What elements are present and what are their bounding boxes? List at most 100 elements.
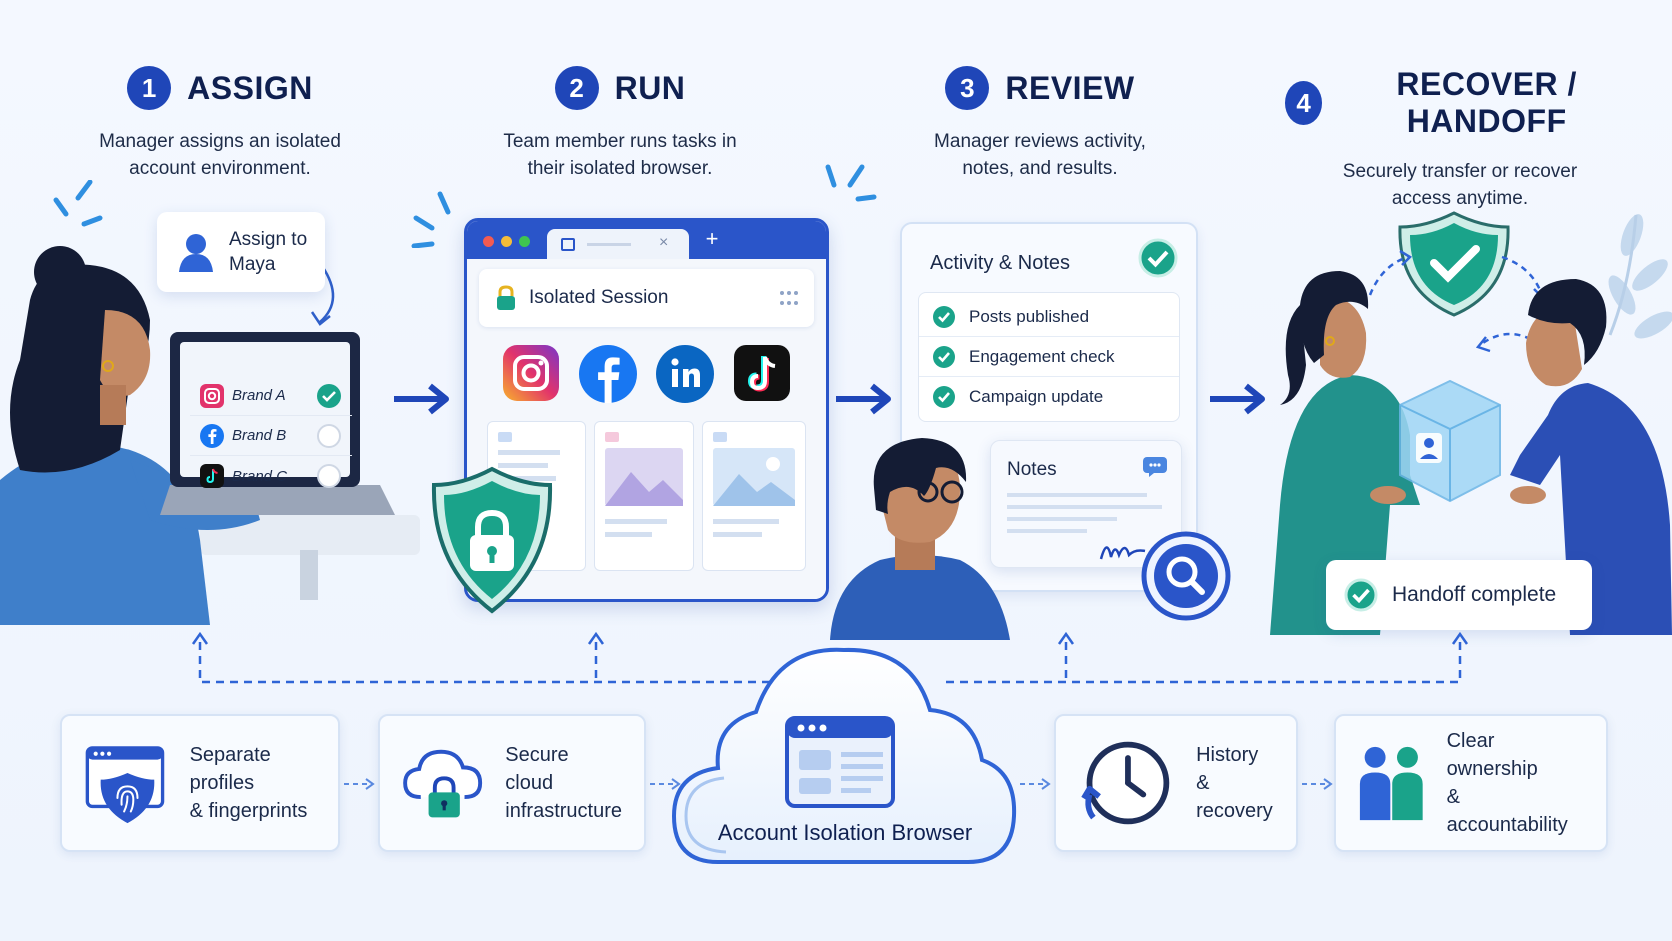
tiktok-icon[interactable]	[734, 345, 791, 401]
reviewer-person-illustration	[830, 438, 1010, 640]
step-number: 2	[554, 66, 599, 110]
check-icon	[933, 305, 955, 328]
step-description: Team member runs tasks in their isolated…	[503, 131, 737, 179]
session-title: Isolated Session	[529, 287, 669, 308]
history-clock-icon	[1081, 741, 1170, 825]
activity-list: Posts published Engagement check Campaig…	[918, 292, 1180, 422]
browser-tab[interactable]: ×	[547, 229, 689, 259]
maximize-dot[interactable]	[519, 236, 530, 247]
step-assign: 1 ASSIGN Manager assigns an isolated acc…	[70, 66, 370, 182]
empty-radio-icon	[317, 423, 341, 448]
cloud-lock-icon	[403, 749, 483, 818]
activity-label: Posts published	[969, 306, 1090, 326]
activity-label: Campaign update	[969, 387, 1104, 406]
instagram-icon[interactable]	[502, 345, 559, 401]
activity-panel: Activity & Notes Posts published Engagem…	[900, 222, 1198, 592]
feature-label: Separate profiles & fingerprints	[189, 744, 308, 822]
facebook-icon[interactable]	[578, 345, 637, 403]
feature-label: Secure cloud infrastructure	[505, 744, 622, 822]
step-description: Securely transfer or recover access anyt…	[1342, 161, 1578, 209]
assign-label: Assign to Maya	[229, 229, 308, 275]
step-title: RUN	[614, 69, 686, 106]
instagram-icon	[200, 383, 224, 408]
step-title: RECOVER / HANDOFF	[1396, 66, 1577, 139]
step-number: 4	[1285, 81, 1323, 125]
assign-card[interactable]: Assign to Maya	[157, 212, 325, 292]
social-icons-row	[479, 327, 814, 403]
connector-arrow	[1020, 778, 1051, 790]
brand-name: Brand A	[232, 387, 286, 404]
sparkle-icon	[825, 164, 877, 202]
brand-row[interactable]: Brand C	[190, 456, 352, 496]
brand-list: Brand A Brand B Brand C	[190, 376, 352, 496]
feature-secure-cloud: Secure cloud infrastructure	[378, 714, 646, 852]
content-card[interactable]	[594, 421, 694, 571]
new-tab-button[interactable]: +	[705, 226, 719, 251]
brand-row[interactable]: Brand A	[190, 376, 352, 416]
content-card[interactable]	[702, 421, 806, 571]
feature-label: Clear ownership & accountability	[1446, 730, 1568, 836]
feature-separate-profiles: Separate profiles & fingerprints	[60, 714, 340, 852]
assign-scene-illustration	[0, 180, 420, 625]
flow-arrow	[836, 383, 891, 415]
image-placeholder-icon	[713, 448, 795, 506]
flow-arrow	[394, 383, 449, 415]
check-circle-icon	[1344, 578, 1378, 612]
activity-item[interactable]: Posts published	[919, 297, 1179, 337]
session-bar: Isolated Session	[479, 269, 814, 327]
people-icon	[1359, 746, 1423, 821]
facebook-icon	[200, 423, 224, 448]
step-review: 3 REVIEW Manager reviews activity, notes…	[890, 66, 1190, 182]
user-icon	[179, 234, 213, 272]
fingerprint-shield-icon	[85, 746, 165, 824]
tab-close-icon[interactable]: ×	[659, 234, 669, 251]
close-dot[interactable]	[483, 236, 494, 247]
magnifier-icon[interactable]	[1140, 530, 1232, 622]
tab-favicon-icon	[561, 238, 575, 251]
tab-title-placeholder	[587, 243, 631, 246]
check-icon	[933, 345, 955, 368]
signature-icon	[1099, 546, 1146, 560]
step-description: Manager reviews activity, notes, and res…	[934, 131, 1146, 179]
check-circle-icon	[317, 383, 341, 408]
dashed-connectors	[191, 631, 1469, 684]
grid-menu-icon[interactable]	[780, 291, 798, 305]
chat-bubble-icon	[1143, 457, 1167, 477]
feature-label: History & recovery	[1196, 744, 1273, 822]
connector-arrow	[1302, 778, 1333, 790]
sparkle-icon	[411, 191, 451, 248]
empty-radio-icon	[317, 464, 341, 488]
check-icon	[933, 386, 955, 408]
activity-title: Activity & Notes	[930, 251, 1071, 274]
activity-item[interactable]: Engagement check	[919, 337, 1179, 377]
linkedin-icon[interactable]	[656, 345, 715, 403]
step-recover: 4 RECOVER / HANDOFF Securely transfer or…	[1285, 66, 1635, 212]
step-title: ASSIGN	[187, 69, 313, 106]
notes-card[interactable]: Notes	[990, 440, 1182, 568]
image-placeholder-icon	[605, 448, 683, 506]
feature-history: History & recovery	[1054, 714, 1298, 852]
step-run: 2 RUN Team member runs tasks in their is…	[470, 66, 770, 182]
step-number: 1	[127, 66, 172, 110]
activity-label: Engagement check	[969, 346, 1115, 366]
step-title: REVIEW	[1005, 69, 1135, 106]
browser-window: × + Isolated Session	[464, 218, 829, 602]
connector-arrow	[344, 778, 375, 790]
notes-title: Notes	[1007, 459, 1057, 480]
browser-titlebar: × +	[467, 221, 826, 259]
brand-name: Brand C	[232, 467, 288, 485]
connector-arrow	[650, 778, 681, 790]
check-circle-icon	[1138, 238, 1178, 278]
browser-window-icon	[785, 716, 895, 808]
activity-item[interactable]: Campaign update	[919, 377, 1179, 417]
lock-icon	[497, 285, 515, 310]
tiktok-icon	[200, 464, 224, 488]
minimize-dot[interactable]	[501, 236, 512, 247]
center-label: Account Isolation Browser	[717, 820, 973, 845]
feature-ownership: Clear ownership & accountability	[1334, 714, 1608, 852]
brand-row[interactable]: Brand B	[190, 416, 352, 456]
step-number: 3	[945, 66, 990, 110]
handoff-status-card: Handoff complete	[1326, 560, 1592, 630]
flow-arrow	[1210, 383, 1265, 415]
shield-lock-icon	[431, 466, 553, 614]
